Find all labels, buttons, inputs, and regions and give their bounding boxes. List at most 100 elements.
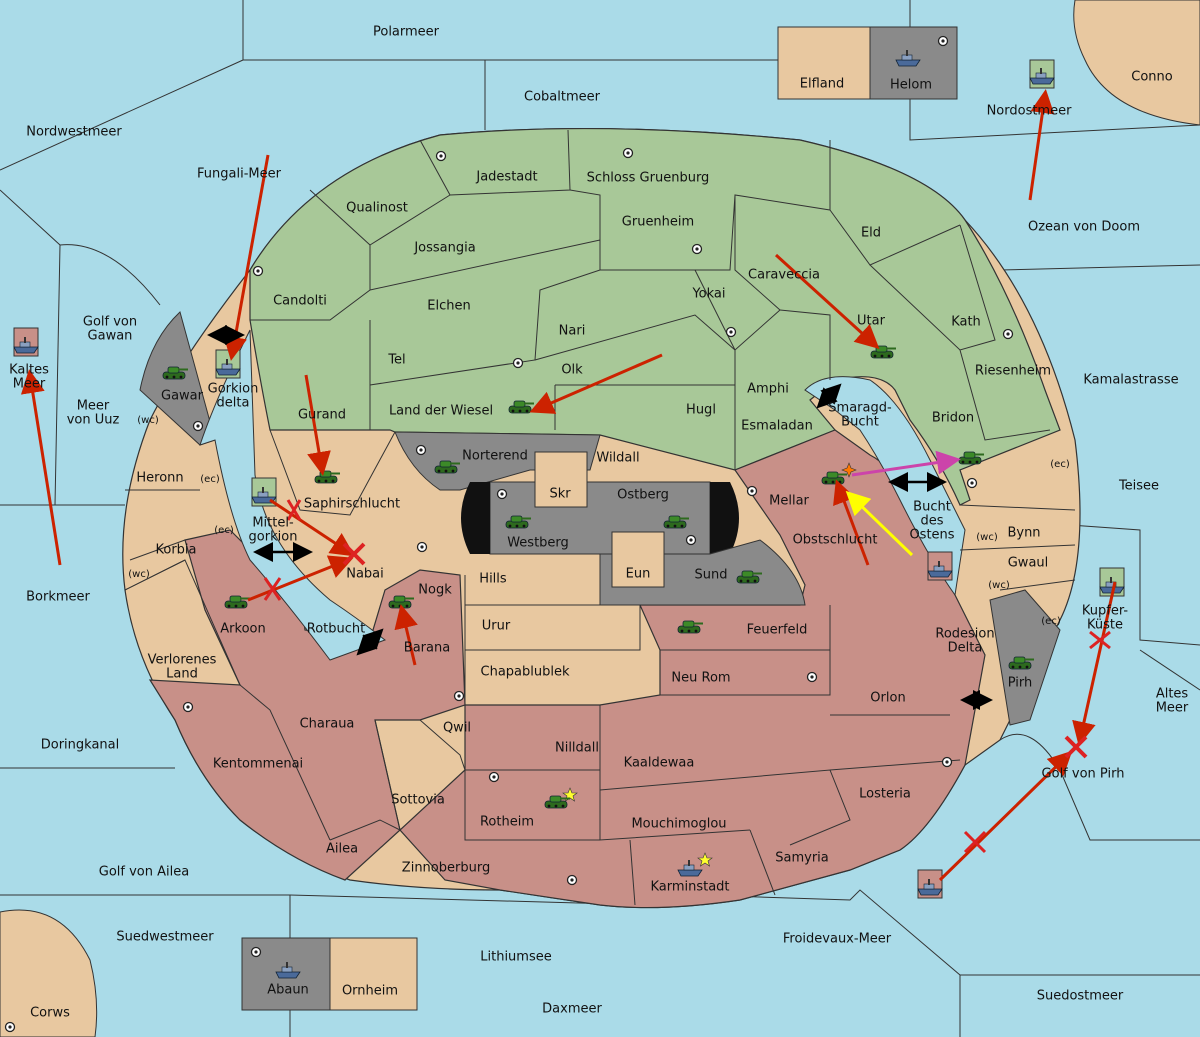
label-westberg: Westberg xyxy=(507,536,569,551)
bounce-arrow xyxy=(816,383,842,409)
label-nilldall: Nilldall xyxy=(555,741,599,756)
label-teisee: Teisee xyxy=(1118,479,1159,494)
supply-center-icon xyxy=(435,150,447,162)
label-fungali: Fungali-Meer xyxy=(197,167,282,182)
label-jadestadt: Jadestadt xyxy=(475,170,537,185)
region-skr[interactable] xyxy=(534,451,588,508)
failed-markers xyxy=(263,499,1111,854)
label-feuerfeld: Feuerfeld xyxy=(747,623,808,638)
label-rotbucht: Rotbucht xyxy=(307,622,365,637)
supply-center-icon xyxy=(182,701,194,713)
region-elfland[interactable] xyxy=(777,26,871,100)
sea-smaragd-bucht[interactable] xyxy=(804,376,966,597)
label-coast-wc: (wc) xyxy=(988,580,1010,591)
move-arrow xyxy=(529,353,663,414)
supply-center-icon xyxy=(725,326,737,338)
label-gruenheim: Gruenheim xyxy=(622,215,694,230)
label-ozean: Ozean von Doom xyxy=(1028,220,1140,235)
label-borkmeer: Borkmeer xyxy=(26,590,90,605)
convoy-arrow xyxy=(851,450,961,477)
label-meer-uuz1: Meer xyxy=(77,399,110,414)
label-mittel1: Mittel- xyxy=(252,516,294,531)
move-arrow xyxy=(1028,89,1055,201)
label-coast-wc: (wc) xyxy=(128,569,150,580)
label-gawar: Gawar xyxy=(161,389,204,404)
label-rodesion1: Rodesion xyxy=(935,627,994,642)
label-bynn: Bynn xyxy=(1007,526,1040,541)
label-coast-ec: (ec) xyxy=(1041,616,1061,627)
region-conno[interactable] xyxy=(1073,0,1200,126)
label-coast-wc: (wc) xyxy=(137,415,159,426)
label-land-wiesel: Land der Wiesel xyxy=(389,404,493,419)
label-golf-gawan1: Golf von xyxy=(83,315,137,330)
label-yokai: Yokai xyxy=(691,287,725,302)
label-eun: Eun xyxy=(626,567,651,582)
label-mellar: Mellar xyxy=(769,494,809,509)
supply-center-icon xyxy=(806,671,818,683)
label-norterend: Norterend xyxy=(462,449,528,464)
supply-center-icon xyxy=(192,420,204,432)
move-arrow xyxy=(269,498,356,557)
label-zinnoberburg: Zinnoberburg xyxy=(402,861,490,876)
label-ailea: Ailea xyxy=(326,842,358,857)
move-arrow xyxy=(20,369,62,566)
label-golf-ailea: Golf von Ailea xyxy=(99,865,189,880)
label-karminstadt: Karminstadt xyxy=(650,880,729,895)
label-rodesion2: Delta xyxy=(948,641,983,656)
label-suedwestmeer: Suedwestmeer xyxy=(116,930,214,945)
label-abaun: Abaun xyxy=(267,983,309,998)
label-golf-gawan2: Gawan xyxy=(88,329,133,344)
label-saphirschlucht: Saphirschlucht xyxy=(304,497,400,512)
move-arrow xyxy=(1072,581,1117,746)
move-arrow xyxy=(394,604,418,666)
land-borders xyxy=(124,129,1076,906)
label-caraveccia: Caraveccia xyxy=(748,268,820,283)
label-hills: Hills xyxy=(479,572,507,587)
label-sottovia: Sottovia xyxy=(391,793,445,808)
label-mittel2: gorkion xyxy=(249,530,298,545)
move-arrow xyxy=(304,374,331,476)
region-corws[interactable] xyxy=(0,909,98,1037)
label-gurand: Gurand xyxy=(298,408,346,423)
label-amphi: Amphi xyxy=(747,382,789,397)
region-ornheim[interactable] xyxy=(329,937,418,1011)
label-kaltes2: Meer xyxy=(13,377,46,392)
label-smaragd2: Bucht xyxy=(841,415,879,430)
label-mouchimoglou: Mouchimoglou xyxy=(631,817,726,832)
supply-center-icon xyxy=(512,357,524,369)
supply-center-icon xyxy=(691,243,703,255)
move-arrow xyxy=(223,154,270,361)
label-samyria: Samyria xyxy=(775,851,829,866)
label-utar: Utar xyxy=(857,314,886,329)
label-nordostmeer: Nordostmeer xyxy=(987,104,1073,119)
label-riesenheim: Riesenheim xyxy=(975,364,1051,379)
label-orlon: Orlon xyxy=(870,691,905,706)
support-arrow xyxy=(845,490,914,557)
red-west xyxy=(148,529,466,881)
cross-icon xyxy=(963,830,987,854)
region-eun[interactable] xyxy=(611,531,665,588)
label-bucht3: Ostens xyxy=(909,528,954,543)
supply-center-icon xyxy=(488,771,500,783)
label-obstschlucht: Obstschlucht xyxy=(793,533,878,548)
label-smaragd1: Smaragd- xyxy=(828,401,892,416)
label-chapablublek: Chapablublek xyxy=(481,665,570,680)
label-qualinost: Qualinost xyxy=(346,201,408,216)
label-kupfer1: Kupfer- xyxy=(1082,604,1128,619)
label-helom: Helom xyxy=(890,78,932,93)
label-cobaltmeer: Cobaltmeer xyxy=(524,90,601,105)
label-nordwestmeer: Nordwestmeer xyxy=(26,125,122,140)
cross-icon xyxy=(263,577,282,601)
label-barana: Barana xyxy=(404,641,450,656)
label-hugl: Hugl xyxy=(686,403,716,418)
cross-icon xyxy=(286,499,302,521)
label-eld: Eld xyxy=(861,226,881,241)
label-gorkion1: Gorkion xyxy=(208,382,259,397)
label-suedostmeer: Suedostmeer xyxy=(1037,989,1124,1004)
label-schloss: Schloss Gruenburg xyxy=(587,171,710,186)
label-altes2: Meer xyxy=(1156,701,1189,716)
cross-icon xyxy=(1064,735,1088,759)
label-golf-pirh: Golf von Pirh xyxy=(1042,767,1125,782)
label-elfland: Elfland xyxy=(800,77,844,92)
supply-center-icon xyxy=(746,485,758,497)
